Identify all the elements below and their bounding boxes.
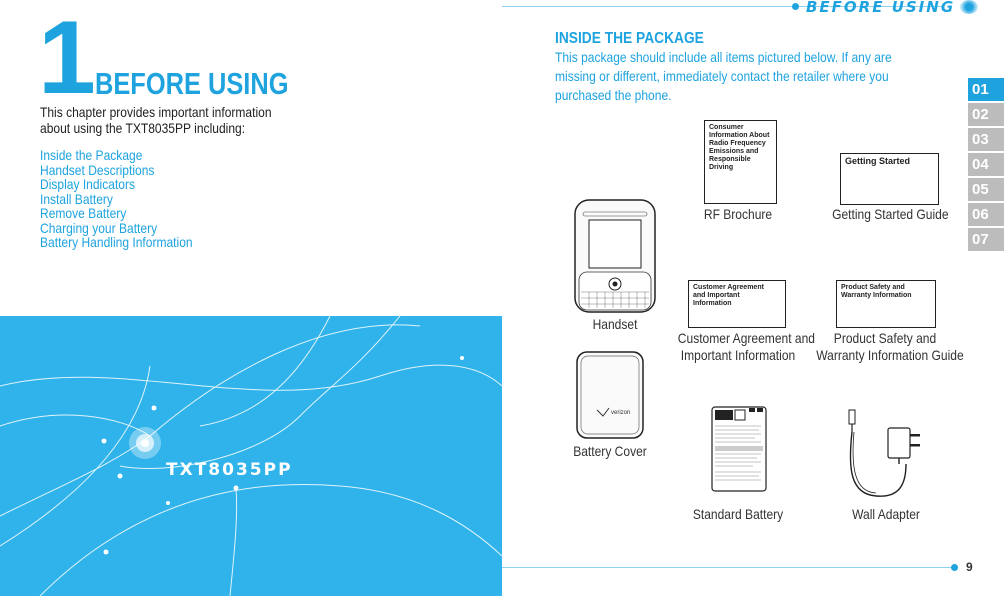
section-title: INSIDE THE PACKAGE: [555, 30, 704, 47]
toc-item[interactable]: Charging your Battery: [40, 219, 158, 236]
swirl-graphic: [0, 316, 502, 596]
page-number: 9: [966, 560, 973, 574]
running-title: BEFORE USING: [806, 0, 956, 16]
getting-started-cover-text: Getting Started: [845, 156, 911, 166]
battery-cover-label: Battery Cover: [573, 443, 647, 459]
footer-dot-icon: [951, 564, 958, 571]
handset-image: [573, 198, 657, 319]
chapter-title: BEFORE USING: [95, 66, 289, 101]
wall-adapter-image: [846, 408, 926, 505]
customer-agreement-image: Customer Agreement and Important Informa…: [688, 280, 786, 328]
chapter-tabs: 01 02 03 04 05 06 07: [968, 78, 1004, 253]
rf-brochure-image: Consumer Information About Radio Frequen…: [704, 120, 777, 204]
product-safety-label-line2: Warranty Information Guide: [816, 347, 964, 363]
svg-text:verizon: verizon: [611, 410, 630, 416]
wall-adapter-label: Wall Adapter: [852, 506, 920, 522]
chapter-toc: Inside the Package Handset Descriptions …: [40, 148, 193, 250]
tab-03[interactable]: 03: [968, 128, 1004, 151]
toc-item[interactable]: Handset Descriptions: [40, 161, 155, 178]
decorative-panel: [0, 316, 502, 596]
header-dot-icon: [792, 3, 799, 10]
getting-started-image: Getting Started: [840, 153, 939, 205]
section-body: This package should include all items pi…: [555, 49, 892, 103]
product-safety-cover-text: Product Safety and Warranty Information: [841, 284, 912, 299]
tab-05[interactable]: 05: [968, 178, 1004, 201]
chapter-intro: This chapter provides important informat…: [40, 104, 272, 136]
standard-battery-label: Standard Battery: [692, 506, 784, 522]
toc-item[interactable]: Remove Battery: [40, 205, 127, 221]
header-rule: [502, 6, 942, 7]
toc-item[interactable]: Battery Handling Information: [40, 234, 193, 250]
standard-battery-image: [711, 406, 767, 497]
chapter-number: 1: [38, 0, 96, 116]
footer-rule: [502, 567, 954, 568]
product-safety-label-line1: Product Safety and: [833, 330, 937, 346]
rf-brochure-cover-text: Consumer Information About Radio Frequen…: [709, 124, 770, 171]
tab-02[interactable]: 02: [968, 103, 1004, 126]
rf-brochure-label: RF Brochure: [703, 206, 773, 222]
model-name: TXT8035PP: [166, 460, 293, 480]
tab-06[interactable]: 06: [968, 203, 1004, 226]
battery-cover-image: verizon: [575, 350, 645, 445]
customer-agreement-label-line2: Important Information: [680, 347, 796, 363]
tab-07[interactable]: 07: [968, 228, 1004, 251]
customer-agreement-label-line1: Customer Agreement and: [677, 330, 815, 346]
getting-started-label: Getting Started Guide: [832, 206, 949, 222]
tab-04[interactable]: 04: [968, 153, 1004, 176]
toc-item[interactable]: Install Battery: [40, 190, 113, 207]
customer-agreement-cover-text: Customer Agreement and Important Informa…: [693, 284, 764, 307]
header-glow-icon: [960, 0, 978, 14]
product-safety-image: Product Safety and Warranty Information: [836, 280, 936, 328]
toc-item[interactable]: Display Indicators: [40, 176, 136, 192]
handset-label: Handset: [592, 316, 638, 332]
tab-01[interactable]: 01: [968, 78, 1004, 101]
toc-item[interactable]: Inside the Package: [40, 147, 143, 163]
